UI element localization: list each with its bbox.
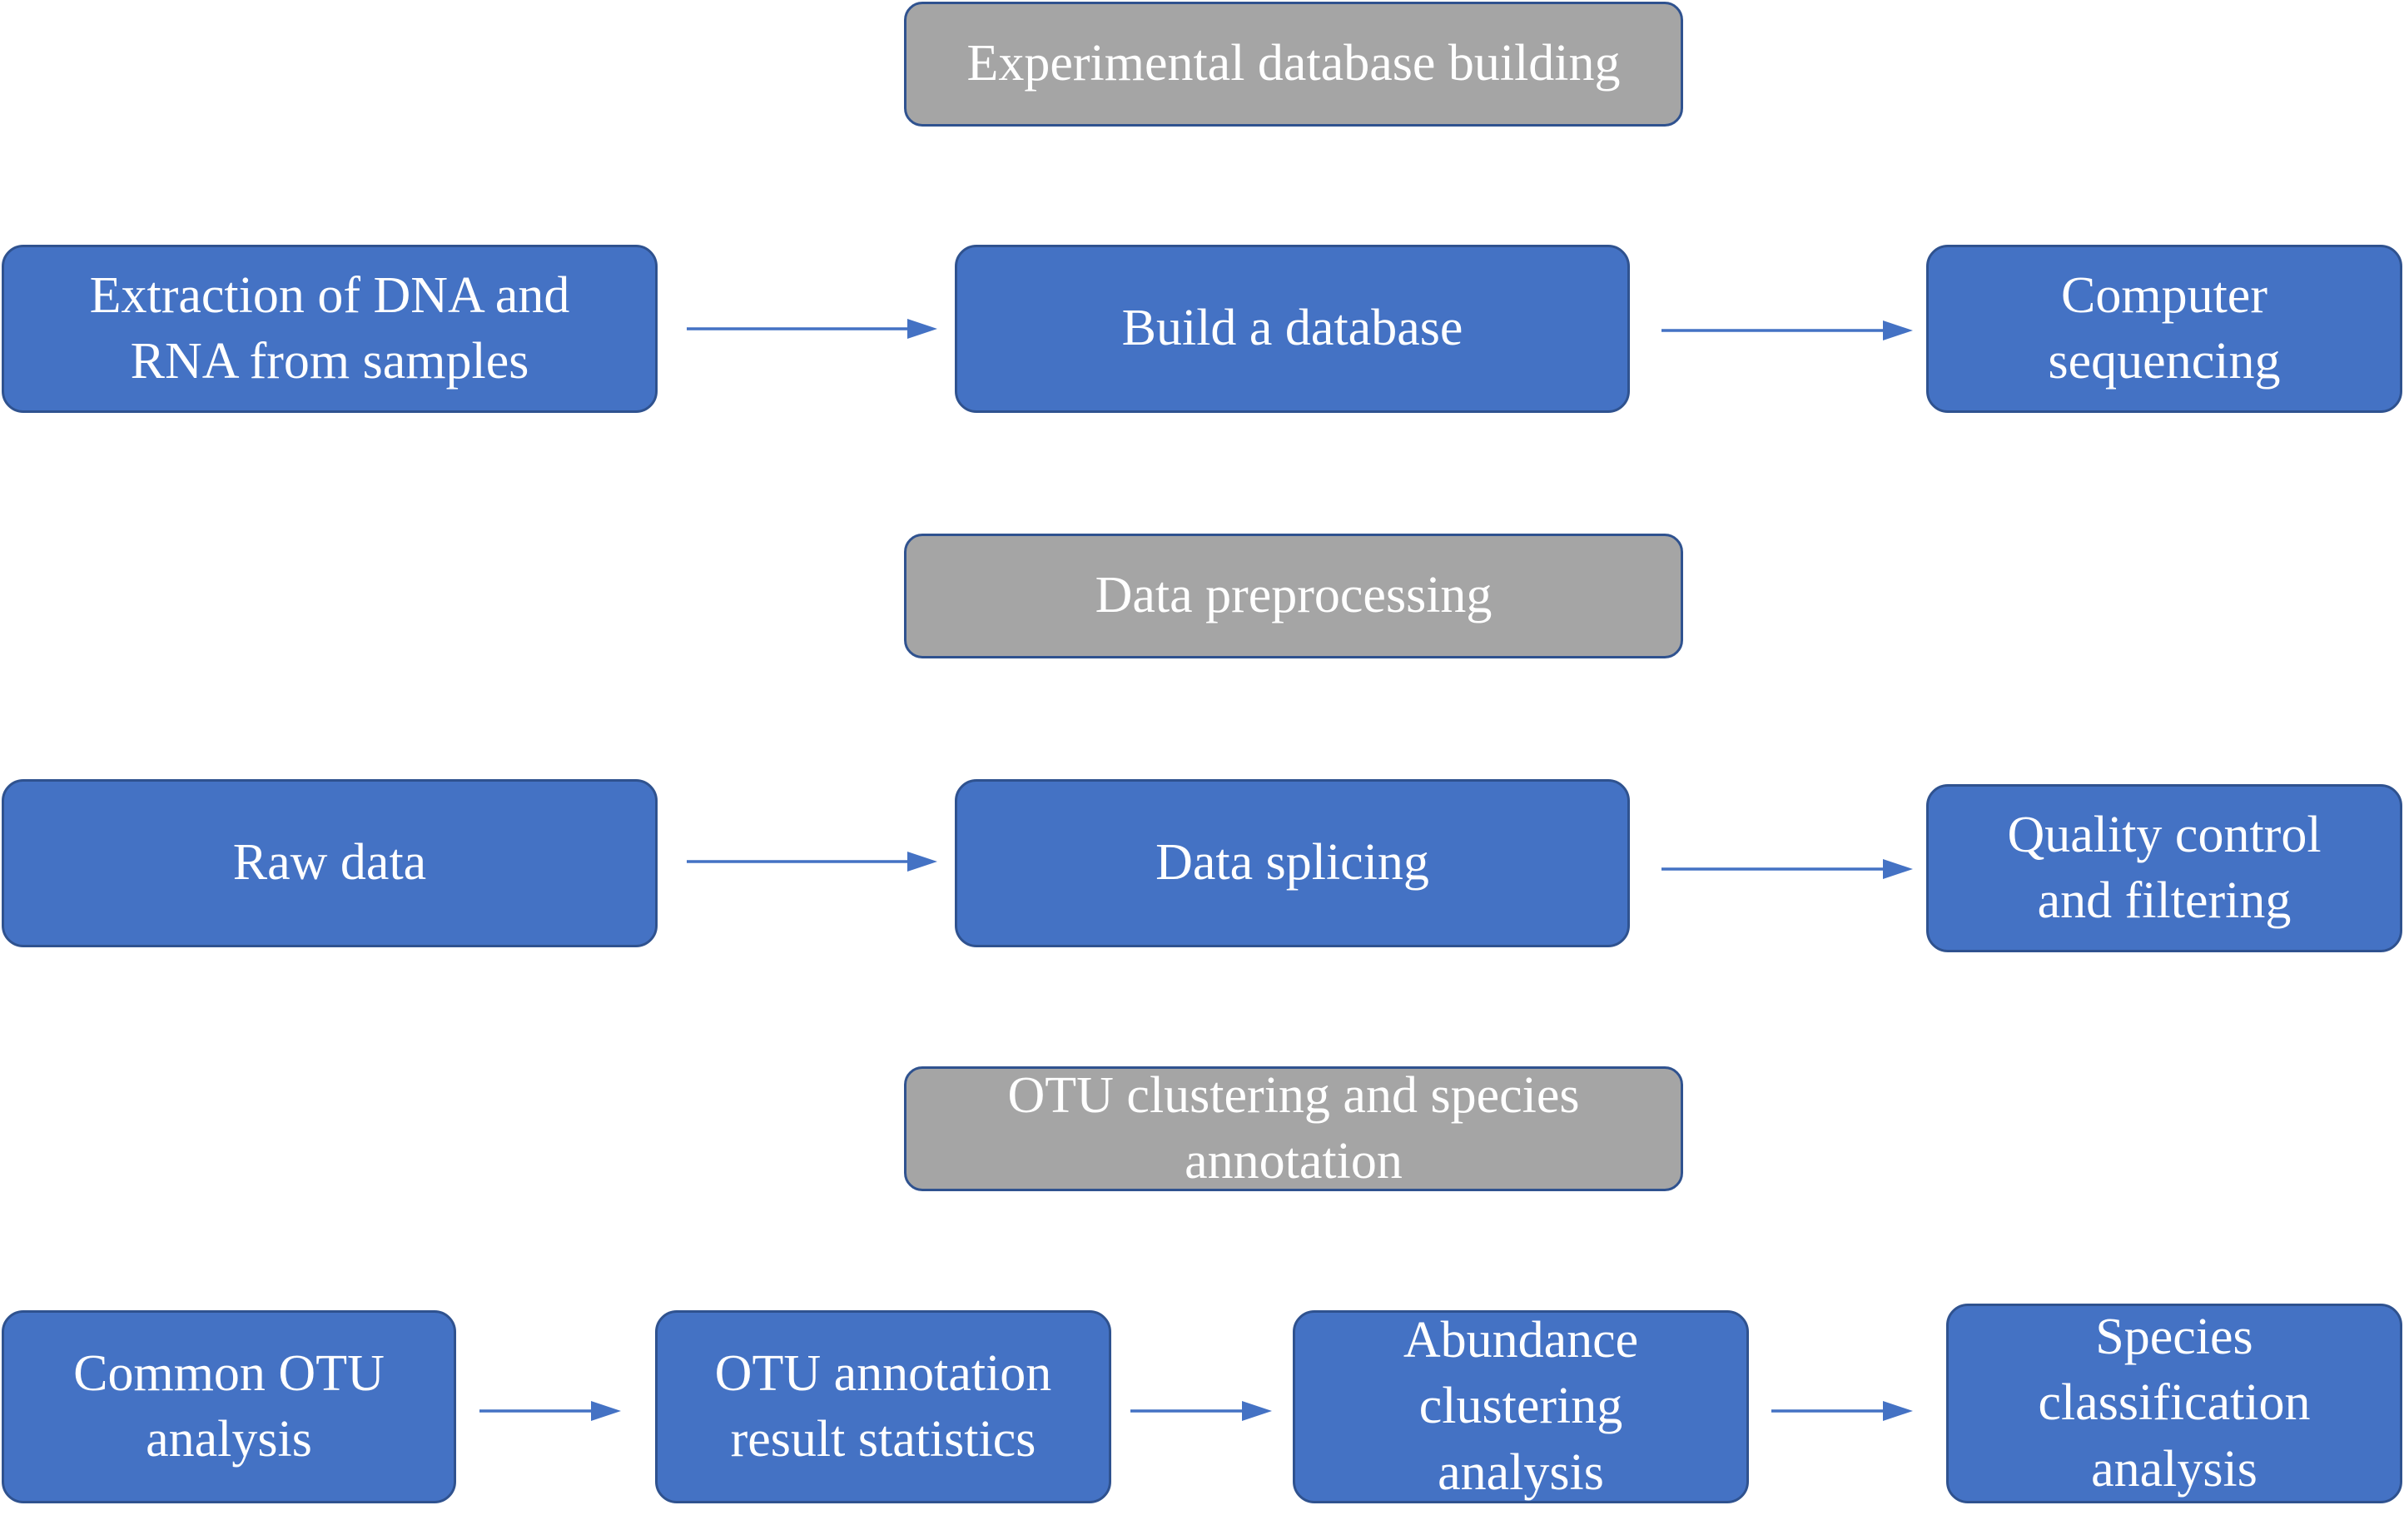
arrow-abundance-to-species	[1771, 1401, 1913, 1421]
section-header-line: annotation	[1185, 1133, 1403, 1190]
section-header-line: Experimental database building	[966, 35, 1621, 92]
step-line: analysis	[146, 1411, 312, 1468]
step-species-classification: Species classification analysis	[1946, 1304, 2402, 1503]
step-line: Data splicing	[1155, 834, 1429, 892]
step-line: sequencing	[2048, 333, 2281, 390]
step-line: Abundance	[1403, 1311, 1639, 1369]
section-header-data-preprocessing: Data preprocessing	[904, 534, 1683, 658]
step-line: analysis	[1438, 1443, 1604, 1501]
step-abundance-clustering: Abundance clustering analysis	[1293, 1310, 1749, 1503]
step-build-database: Build a database	[955, 245, 1630, 413]
step-line: Species	[2095, 1308, 2253, 1365]
step-quality-control: Quality control and filtering	[1926, 784, 2402, 952]
step-line: Quality control	[2007, 806, 2322, 863]
arrow-database-to-sequencing	[1661, 320, 1913, 340]
step-line: Build a database	[1121, 300, 1463, 357]
section-header-otu-clustering: OTU clustering and species annotation	[904, 1066, 1683, 1191]
step-line: analysis	[2091, 1440, 2257, 1498]
step-line: Computer	[2061, 266, 2267, 324]
step-line: clustering	[1418, 1378, 1623, 1435]
step-line: RNA from samples	[130, 333, 529, 390]
arrow-raw-to-splicing	[687, 852, 937, 872]
step-computer-sequencing: Computer sequencing	[1926, 245, 2402, 413]
step-line: Raw data	[232, 834, 427, 892]
section-header-line: OTU clustering and species	[1007, 1066, 1580, 1124]
section-header-line: Data preprocessing	[1095, 567, 1493, 624]
arrow-splicing-to-quality	[1661, 859, 1913, 879]
step-line: classification	[2038, 1374, 2311, 1432]
step-common-otu-analysis: Common OTU analysis	[2, 1310, 456, 1503]
step-line: Common OTU	[73, 1344, 385, 1402]
arrow-common-to-annotation	[479, 1401, 621, 1421]
step-line: OTU annotation	[714, 1344, 1052, 1402]
step-line: Extraction of DNA and	[89, 266, 570, 324]
step-extraction-dna-rna: Extraction of DNA and RNA from samples	[2, 245, 658, 413]
section-header-experimental-database-building: Experimental database building	[904, 2, 1683, 127]
step-otu-annotation-statistics: OTU annotation result statistics	[655, 1310, 1111, 1503]
step-line: and filtering	[2037, 872, 2292, 929]
step-raw-data: Raw data	[2, 779, 658, 947]
arrow-extraction-to-database	[687, 319, 937, 339]
step-line: result statistics	[730, 1411, 1036, 1468]
step-data-splicing: Data splicing	[955, 779, 1630, 947]
arrow-annotation-to-abundance	[1130, 1401, 1272, 1421]
